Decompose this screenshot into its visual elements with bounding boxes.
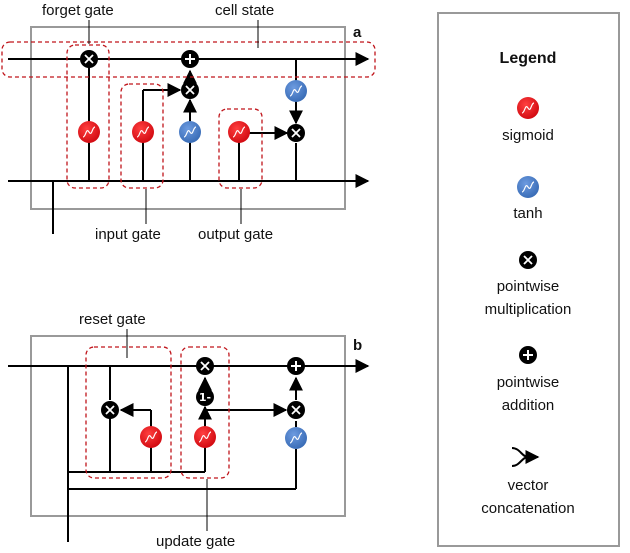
legend: Legend sigmoid tanh pointwise multiplica… [437, 12, 620, 547]
multiply-node [80, 50, 98, 68]
reset-gate-label: reset gate [79, 311, 146, 328]
sigmoid-node [228, 121, 250, 143]
multiply-node [287, 401, 305, 419]
one-minus-label: 1- [199, 391, 211, 404]
legend-frame [437, 12, 620, 547]
add-icon [519, 346, 537, 364]
legend-add-line2: addition [502, 397, 555, 414]
add-node [181, 50, 199, 68]
legend-concat-line2: concatenation [481, 500, 574, 517]
forget-gate-outline [66, 44, 110, 189]
multiply-node [181, 81, 199, 99]
cell-state-label: cell state [215, 2, 274, 19]
legend-tanh: tanh [513, 176, 543, 222]
legend-add-line1: pointwise [497, 374, 560, 391]
sigmoid-node [132, 121, 154, 143]
sigmoid-node [194, 426, 216, 448]
lstm-panel: forget gate cell state input gate output… [1, 2, 376, 243]
concatenation-icon [511, 447, 540, 467]
legend-sigmoid: sigmoid [502, 97, 554, 144]
legend-sigmoid-label: sigmoid [502, 127, 554, 144]
panel-a-label: a [353, 24, 362, 41]
panel-b-label: b [353, 337, 362, 354]
forget-gate-label: forget gate [42, 2, 114, 19]
multiply-node [287, 124, 305, 142]
update-gate-outline [180, 346, 230, 479]
legend-tanh-label: tanh [513, 205, 542, 222]
lstm-frame [30, 26, 346, 210]
sigmoid-icon [517, 97, 539, 119]
legend-addition: pointwise addition [497, 346, 560, 414]
tanh-icon [517, 176, 539, 198]
multiply-icon [519, 251, 537, 269]
update-gate-label: update gate [156, 533, 235, 550]
legend-mult-line1: pointwise [497, 278, 560, 295]
legend-concat-line1: vector [508, 477, 549, 494]
legend-title: Legend [500, 50, 557, 67]
sigmoid-node [140, 426, 162, 448]
cell-state-outline [1, 41, 376, 78]
gru-panel: 1- reset gate update gate b [8, 311, 370, 550]
output-gate-label: output gate [198, 226, 273, 243]
input-gate-label: input gate [95, 226, 161, 243]
sigmoid-node [78, 121, 100, 143]
gru-frame [30, 335, 346, 517]
legend-concatenation: vector concatenation [481, 447, 575, 517]
multiply-node [101, 401, 119, 419]
one-minus-node: 1- [196, 388, 214, 406]
legend-multiplication: pointwise multiplication [485, 251, 572, 318]
output-gate-outline [218, 108, 263, 189]
tanh-node [285, 427, 307, 449]
legend-mult-line2: multiplication [485, 301, 572, 318]
add-node [287, 357, 305, 375]
tanh-node [179, 121, 201, 143]
multiply-node [196, 357, 214, 375]
tanh-node [285, 80, 307, 102]
